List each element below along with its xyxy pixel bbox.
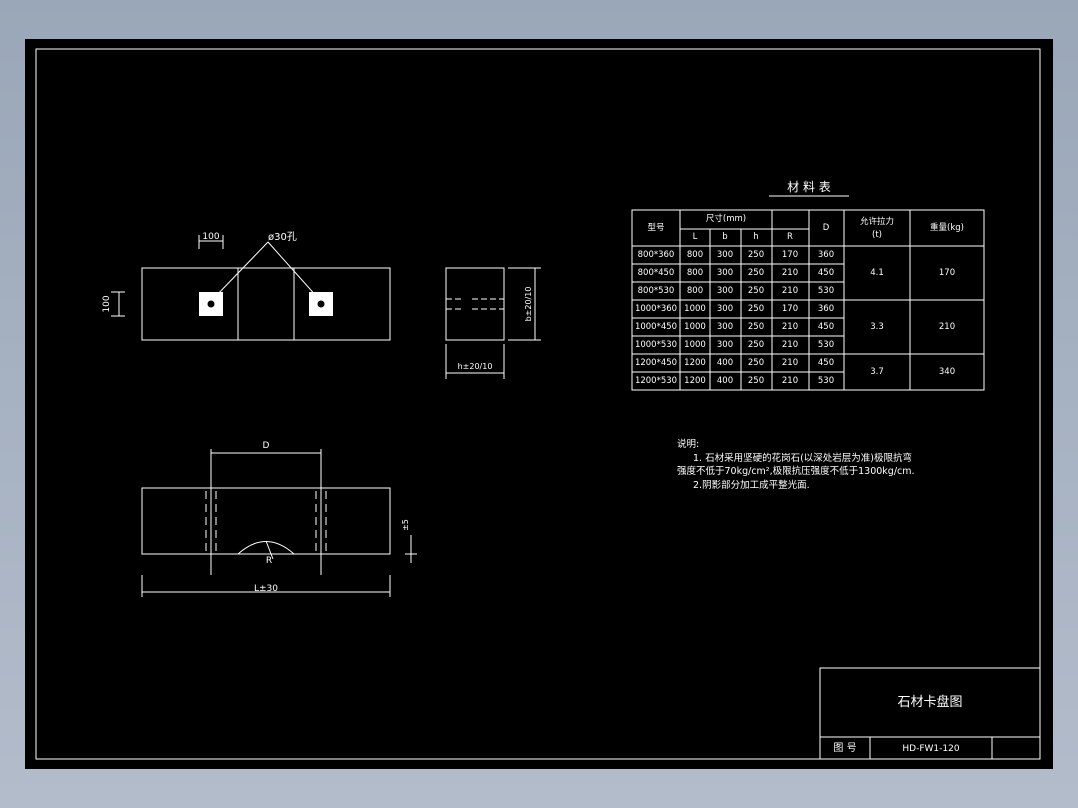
dim-pm5: ±5 [401, 519, 410, 531]
table-cell: 530 [818, 376, 834, 386]
table-row-lines [632, 263, 984, 373]
notes-line-1: 1. 石材采用坚硬的花岗石(以深处岩层为准)极限抗弯 [693, 452, 912, 464]
table-cell: 1000*360 [635, 304, 677, 314]
table-cell: 1000 [684, 340, 706, 350]
dim-h: h±20/10 [458, 362, 493, 371]
hdr-weight: 重量(kg) [930, 222, 964, 233]
table-cell: 800*530 [638, 286, 675, 296]
hdr-R: R [787, 232, 793, 242]
table-cell: 250 [748, 340, 764, 350]
notes-heading: 说明: [677, 438, 699, 450]
dim-R: R [266, 556, 272, 566]
table-cell: 450 [818, 268, 834, 278]
hdr-force-2: (t) [872, 230, 882, 240]
dim-100-top: 100 [202, 232, 219, 242]
table-cell: 250 [748, 322, 764, 332]
table-cell: 400 [717, 358, 733, 368]
inner-border [35, 48, 1041, 760]
table-cell: 300 [717, 286, 733, 296]
table-cell: 300 [717, 340, 733, 350]
table-title: 材 料 表 [787, 180, 831, 194]
table-cell: 300 [717, 304, 733, 314]
hdr-model: 型号 [647, 223, 664, 233]
table-cell: 250 [748, 268, 764, 278]
table-cell: 300 [717, 268, 733, 278]
table-cell: 800 [687, 250, 703, 260]
table-cell: 250 [748, 304, 764, 314]
hdr-L: L [693, 232, 698, 242]
table-cell: 360 [818, 250, 834, 260]
table-group-force: 3.7 [870, 367, 884, 377]
dim-b: b±20/10 [524, 287, 533, 322]
drawing-no-label: 图 号 [833, 742, 856, 754]
table-cell: 250 [748, 376, 764, 386]
table-body: 800*360 800 300 250 170 360 800*450 800 300 250 21… [635, 250, 955, 386]
table-cell: 170 [782, 250, 798, 260]
table-cell: 210 [782, 376, 798, 386]
table-cell: 530 [818, 286, 834, 296]
hdr-D: D [823, 223, 830, 233]
table-cell: 300 [717, 322, 733, 332]
title-block [819, 667, 1041, 760]
table-group-weight: 170 [939, 268, 955, 278]
table-cell: 800*360 [638, 250, 675, 260]
notes-line-2: 强度不低于70kg/cm²,极限抗压强度不低于1300kg/cm. [677, 465, 915, 477]
table-cell: 210 [782, 322, 798, 332]
table-cell: 170 [782, 304, 798, 314]
drawing-no: HD-FW1-120 [902, 744, 959, 754]
table-cell: 450 [818, 322, 834, 332]
hdr-force-1: 允许拉力 [860, 216, 894, 227]
drawing-frame: 100 ø30孔 100 b±20/10 h±20/10 [25, 39, 1053, 769]
dim-D: D [263, 441, 270, 451]
table-cell: 400 [717, 376, 733, 386]
table-group-force: 3.3 [870, 322, 884, 332]
table-cell: 800 [687, 268, 703, 278]
side-view [445, 267, 541, 379]
table-cell: 1200*450 [635, 358, 677, 368]
table-cell: 360 [818, 304, 834, 314]
hdr-b: b [722, 232, 727, 242]
table-cell: 1000 [684, 304, 706, 314]
table-cell: 210 [782, 268, 798, 278]
hdr-h: h [753, 232, 758, 242]
table-cell: 300 [717, 250, 733, 260]
table-cell: 530 [818, 340, 834, 350]
cad-drawing: 100 ø30孔 100 b±20/10 h±20/10 [35, 48, 1041, 760]
table-cell: 800 [687, 286, 703, 296]
plan-view [141, 449, 417, 597]
dim-L: L±30 [254, 584, 278, 594]
table-cell: 210 [782, 358, 798, 368]
notes: 说明: 1. 石材采用坚硬的花岗石(以深处岩层为准)极限抗弯 强度不低于70kg… [677, 438, 915, 491]
table-cell: 1000*450 [635, 322, 677, 332]
table-cell: 1200*530 [635, 376, 677, 386]
table-cell: 450 [818, 358, 834, 368]
front-view [111, 235, 391, 341]
table-cell: 250 [748, 250, 764, 260]
table-cell: 250 [748, 358, 764, 368]
notes-line-3: 2.阴影部分加工成平整光面. [693, 479, 810, 491]
table-cell: 800*450 [638, 268, 675, 278]
table-cell: 250 [748, 286, 764, 296]
table-cell: 1000 [684, 322, 706, 332]
dim-100-left: 100 [102, 295, 112, 312]
table-group-force: 4.1 [870, 268, 884, 278]
table-cell: 1200 [684, 358, 706, 368]
table-cell: 210 [782, 286, 798, 296]
table-cell: 210 [782, 340, 798, 350]
hdr-size: 尺寸(mm) [706, 213, 746, 224]
table-group-weight: 340 [939, 367, 955, 377]
table-cell: 1200 [684, 376, 706, 386]
table-group-weight: 210 [939, 322, 955, 332]
drawing-title: 石材卡盘图 [897, 694, 962, 710]
table-cell: 1000*530 [635, 340, 677, 350]
hole-label: ø30孔 [268, 231, 297, 243]
